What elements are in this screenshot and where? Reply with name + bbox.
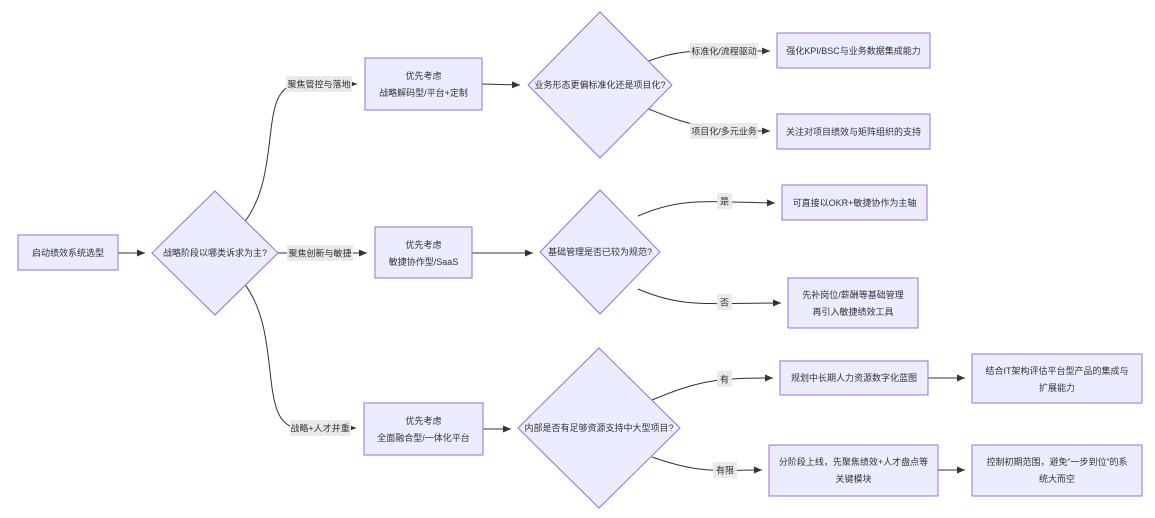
result-phased-rollout: 分阶段上线，先聚焦绩效+人才盘点等 关键模块 <box>768 444 939 497</box>
decision-strategy-demand-label: 战略阶段以哪类诉求为主? <box>163 247 267 258</box>
final-it-architecture-line2: 扩展能力 <box>1039 382 1075 393</box>
edge-label-bg <box>717 193 732 209</box>
priority-integrated-platform-line2: 全面融合型/一体化平台 <box>377 432 470 443</box>
edge-label-text: 是 <box>720 197 729 207</box>
priority-agile-saas-shape <box>374 226 473 279</box>
edge-label-text: 聚焦管控与落地 <box>287 79 350 90</box>
edge-d3-r4 <box>637 288 782 307</box>
final-it-architecture: 结合IT架构评估平台型产品的集成与 扩展能力 <box>971 353 1143 404</box>
edge-label-bg <box>713 462 737 478</box>
edge-label-text: 项目化/多元业务 <box>691 126 757 137</box>
result-fix-basics-first-line2: 再引入敏捷绩效工具 <box>812 306 893 317</box>
decision-resources-label: 内部是否有足够资源支持中大型项目? <box>524 422 673 433</box>
result-phased-rollout-shape <box>768 444 939 497</box>
nodes: 启动绩效系统选型 战略阶段以哪类诉求为主? 优先考虑 战略解码型/平台+定制 优… <box>17 11 1143 509</box>
final-control-scope-line1: 控制初期范围，避免“一步到位”的系 <box>987 456 1128 467</box>
edge-label-standardized: 标准化/流程驱动 <box>690 43 758 59</box>
result-fix-basics-first-shape <box>787 277 919 329</box>
decision-strategy-demand: 战略阶段以哪类诉求为主? <box>151 190 279 316</box>
result-project-matrix-label: 关注对项目绩效与矩阵组织的支持 <box>786 126 921 137</box>
edge-label-limited: 有限 <box>713 462 737 478</box>
priority-integrated-platform-shape <box>363 402 484 456</box>
result-digital-blueprint: 规划中长期人力资源数字化蓝图 <box>779 360 929 396</box>
decision-strategy-demand-shape <box>151 190 279 316</box>
edge-label-text: 有限 <box>716 465 734 476</box>
edge-label-text: 聚焦创新与敏捷 <box>288 248 351 259</box>
result-digital-blueprint-label: 规划中长期人力资源数字化蓝图 <box>791 372 917 383</box>
edge-p1-d2 <box>481 81 521 89</box>
decision-business-form: 业务形态更偏标准化还是项目化? <box>527 11 673 159</box>
edge-label-have: 有 <box>717 371 732 387</box>
node-start-label: 启动绩效系统选型 <box>32 247 104 258</box>
result-kpi-bsc-label: 强化KPI/BSC与业务数据集成能力 <box>786 45 921 56</box>
priority-strategy-decode-line1: 优先考虑 <box>405 70 441 81</box>
edge-d4-r6 <box>651 456 763 474</box>
edge-label-strategy-talent: 战略+人才并重 <box>290 420 351 436</box>
decision-basic-management-shape <box>539 189 661 315</box>
final-it-architecture-shape <box>971 353 1143 404</box>
final-it-architecture-line1: 结合IT架构评估平台型产品的集成与 <box>986 365 1129 376</box>
decision-basic-management: 基础管理是否已较为规范? <box>539 189 661 315</box>
result-project-matrix-shape <box>776 113 931 150</box>
decision-business-form-shape <box>527 11 673 159</box>
edge-label-bg <box>287 245 353 261</box>
priority-agile-saas-line1: 优先考虑 <box>405 239 441 250</box>
edge-d1-p1 <box>242 80 357 225</box>
result-fix-basics-first-line1: 先补岗位/薪酬等基础管理 <box>802 289 904 300</box>
priority-strategy-decode-shape <box>364 57 483 111</box>
priority-strategy-decode-line2: 战略解码型/平台+定制 <box>379 87 468 98</box>
priority-agile-saas: 优先考虑 敏捷协作型/SaaS <box>374 226 473 279</box>
result-kpi-bsc: 强化KPI/BSC与业务数据集成能力 <box>776 32 931 69</box>
edge-d3-r3 <box>637 199 776 217</box>
result-phased-rollout-line2: 关键模块 <box>835 473 871 484</box>
decision-resources-shape <box>517 347 681 509</box>
edge-labels: 聚焦管控与落地 聚焦创新与敏捷 战略+人才并重 标准化/流程驱动 项目化/多元业… <box>286 43 758 478</box>
edge-label-bg <box>286 76 352 92</box>
final-control-scope-line2: 统大而空 <box>1039 473 1075 484</box>
result-okr-agile-label: 可直接以OKR+敏捷协作为主轴 <box>793 197 917 208</box>
edge-label-bg <box>690 123 758 139</box>
edge-label-text: 标准化/流程驱动 <box>691 46 757 57</box>
edge-label-text: 有 <box>720 374 729 385</box>
priority-agile-saas-line2: 敏捷协作型/SaaS <box>389 256 459 267</box>
decision-business-form-label: 业务形态更偏标准化还是项目化? <box>534 79 665 90</box>
edge-label-yes: 是 <box>717 193 732 209</box>
final-control-scope-shape <box>971 444 1143 497</box>
edge-label-projectized: 项目化/多元业务 <box>690 123 758 139</box>
priority-strategy-decode: 优先考虑 战略解码型/平台+定制 <box>364 57 483 111</box>
result-fix-basics-first: 先补岗位/薪酬等基础管理 再引入敏捷绩效工具 <box>787 277 919 329</box>
priority-integrated-platform-line1: 优先考虑 <box>405 415 441 426</box>
priority-integrated-platform: 优先考虑 全面融合型/一体化平台 <box>363 402 484 456</box>
edge-label-no: 否 <box>717 294 732 310</box>
result-okr-agile-shape <box>781 184 928 221</box>
edge-d1-p3 <box>242 281 356 432</box>
decision-resources: 内部是否有足够资源支持中大型项目? <box>517 347 681 509</box>
edge-label-text: 战略+人才并重 <box>290 423 349 434</box>
edge-label-text: 否 <box>720 298 729 308</box>
decision-basic-management-label: 基础管理是否已较为规范? <box>548 246 652 257</box>
node-start: 启动绩效系统选型 <box>17 234 119 271</box>
node-start-shape <box>17 234 119 271</box>
edge-label-focus-innovation: 聚焦创新与敏捷 <box>287 245 353 261</box>
edge-label-focus-control: 聚焦管控与落地 <box>286 76 352 92</box>
result-digital-blueprint-shape <box>779 360 929 396</box>
edge-label-bg <box>690 43 758 59</box>
edge-label-bg <box>290 420 351 436</box>
final-control-scope: 控制初期范围，避免“一步到位”的系 统大而空 <box>971 444 1143 497</box>
result-kpi-bsc-shape <box>776 32 931 69</box>
edge-label-bg <box>717 371 732 387</box>
result-project-matrix: 关注对项目绩效与矩阵组织的支持 <box>776 113 931 150</box>
result-okr-agile: 可直接以OKR+敏捷协作为主轴 <box>781 184 928 221</box>
result-phased-rollout-line1: 分阶段上线，先聚焦绩效+人才盘点等 <box>779 456 928 467</box>
edge-label-bg <box>717 294 732 310</box>
edge-d4-r5 <box>651 374 774 401</box>
